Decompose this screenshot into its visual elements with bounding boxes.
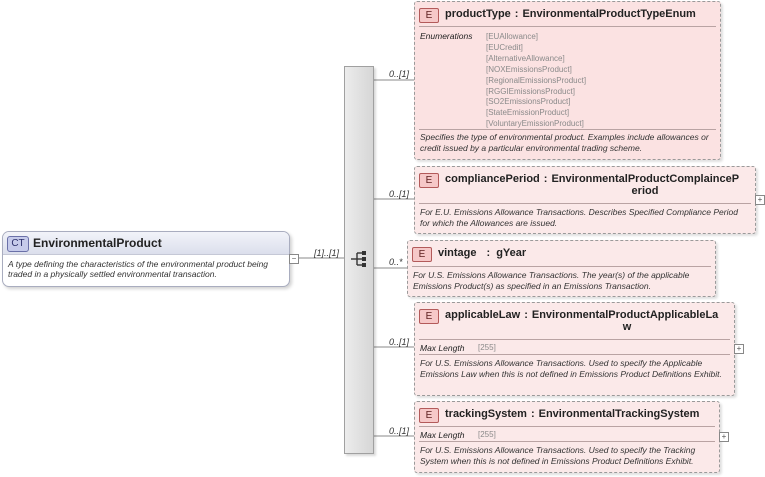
element-productType[interactable]: E productType:EnvironmentalProductTypeEn… bbox=[414, 1, 721, 160]
element-trackingSystem[interactable]: E trackingSystem:EnvironmentalTrackingSy… bbox=[414, 401, 720, 473]
enum-item: [NOXEmissionsProduct] bbox=[486, 64, 572, 74]
divider bbox=[419, 426, 715, 427]
element-name-type: trackingSystem:EnvironmentalTrackingSyst… bbox=[445, 408, 700, 420]
enum-item: [AlternativeAllowance] bbox=[486, 53, 565, 63]
enumeration-list: [EUAllowance] [EUCredit] [AlternativeAll… bbox=[486, 32, 586, 130]
element-badge: E bbox=[419, 8, 439, 23]
complex-type-cardinality: [1]..[1] bbox=[314, 248, 340, 258]
enum-item: [SO2EmissionsProduct] bbox=[486, 97, 571, 107]
divider bbox=[419, 354, 730, 355]
facet-value: [255] bbox=[478, 430, 496, 439]
trackingSystem-cardinality: 0..[1] bbox=[389, 426, 410, 436]
complex-type-description: A type defining the characteristics of t… bbox=[8, 259, 269, 279]
element-type-continued: w bbox=[622, 321, 632, 333]
element-description: For U.S. Emissions Allowance Transaction… bbox=[413, 270, 690, 291]
expand-plus-icon[interactable]: + bbox=[755, 195, 765, 205]
element-description: For U.S. Emissions Allowance Transaction… bbox=[420, 358, 722, 379]
element-badge: E bbox=[412, 247, 432, 262]
element-badge: E bbox=[419, 309, 439, 324]
complex-type-box[interactable]: CT EnvironmentalProduct A type defining … bbox=[2, 231, 290, 287]
productType-cardinality: 0..[1] bbox=[389, 69, 410, 79]
enum-item: [RGGIEmissionsProduct] bbox=[486, 86, 575, 96]
expand-plus-icon[interactable]: + bbox=[734, 344, 744, 354]
divider bbox=[419, 26, 716, 27]
divider bbox=[419, 129, 716, 130]
enum-item: [VoluntaryEmissionProduct] bbox=[486, 119, 584, 129]
enum-item: [StateEmissionProduct] bbox=[486, 108, 570, 118]
element-type-continued: eriod bbox=[631, 185, 659, 197]
element-name-type: vintage:gYear bbox=[438, 247, 527, 259]
element-description: For U.S. Emissions Allowance Transaction… bbox=[420, 445, 696, 466]
element-name-type: applicableLaw:EnvironmentalProductApplic… bbox=[445, 309, 719, 321]
expand-plus-icon[interactable]: + bbox=[719, 432, 729, 442]
applicableLaw-cardinality: 0..[1] bbox=[389, 337, 410, 347]
facet-label: Max Length bbox=[420, 430, 465, 440]
element-description: Specifies the type of environmental prod… bbox=[420, 132, 709, 153]
complex-type-badge: CT bbox=[7, 236, 29, 252]
enum-item: [EUAllowance] bbox=[486, 32, 539, 41]
element-name-type: productType:EnvironmentalProductTypeEnum bbox=[445, 8, 696, 20]
complex-type-name: EnvironmentalProduct bbox=[33, 236, 162, 250]
element-badge: E bbox=[419, 408, 439, 423]
sequence-bar[interactable] bbox=[344, 66, 374, 454]
element-vintage[interactable]: E vintage:gYear For U.S. Emissions Allow… bbox=[407, 240, 716, 297]
divider bbox=[419, 339, 730, 340]
divider bbox=[419, 203, 751, 204]
facet-label: Enumerations bbox=[420, 31, 473, 41]
divider bbox=[419, 441, 715, 442]
element-applicableLaw[interactable]: E applicableLaw:EnvironmentalProductAppl… bbox=[414, 302, 735, 396]
complex-type-header: CT EnvironmentalProduct bbox=[3, 232, 289, 255]
enum-item: [EUCredit] bbox=[486, 42, 523, 52]
facet-value: [255] bbox=[478, 343, 496, 352]
enum-item: [RegionalEmissionsProduct] bbox=[486, 75, 587, 85]
element-badge: E bbox=[419, 173, 439, 188]
collapse-minus-icon[interactable]: − bbox=[289, 254, 299, 264]
element-description: For E.U. Emissions Allowance Transaction… bbox=[420, 207, 738, 228]
divider bbox=[412, 266, 711, 267]
element-compliancePeriod[interactable]: E compliancePeriod:EnvironmentalProductC… bbox=[414, 166, 756, 234]
sequence-compositor-icon[interactable] bbox=[350, 251, 368, 267]
compliancePeriod-cardinality: 0..[1] bbox=[389, 189, 410, 199]
element-name-type: compliancePeriod:EnvironmentalProductCom… bbox=[445, 173, 740, 185]
vintage-cardinality: 0..* bbox=[389, 257, 403, 267]
facet-label: Max Length bbox=[420, 343, 465, 353]
